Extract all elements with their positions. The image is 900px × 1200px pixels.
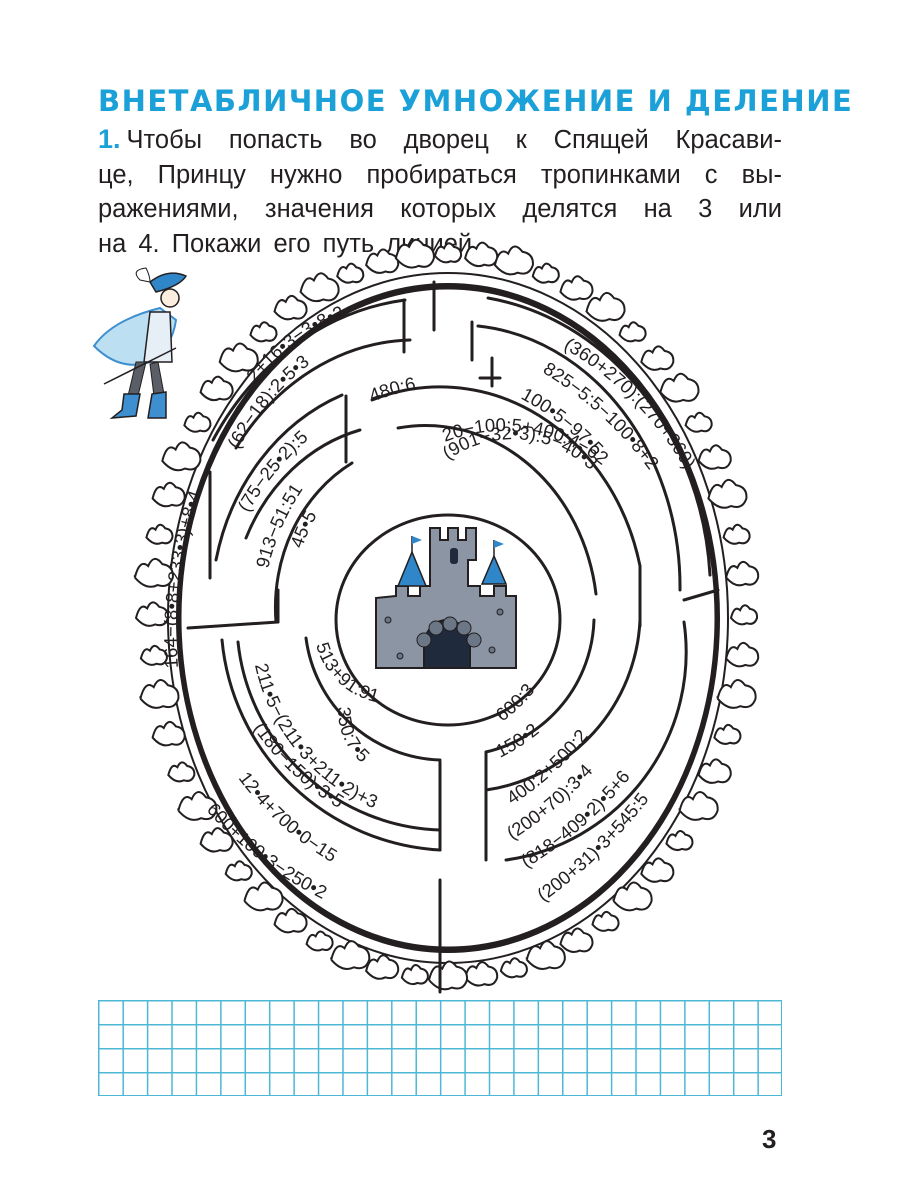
hedge-bush — [640, 857, 675, 883]
task-number: 1. — [98, 124, 121, 154]
hedge-bush — [678, 791, 719, 821]
maze-illustration: 2+16•3−3•8•280:4(360+270):(270+360)(62−1… — [0, 0, 760, 994]
hedge-bush — [499, 957, 528, 979]
hedge-bush — [151, 720, 186, 747]
hedge-bush — [394, 238, 435, 269]
maze-expression-13: 164−(8•8+233•3)+8•4 — [160, 488, 205, 669]
hedge-bush — [722, 523, 751, 545]
hedge-bush — [725, 641, 760, 668]
hedge-bush — [224, 860, 253, 882]
maze-expression-5: 480:6 — [366, 373, 417, 406]
hedge-bush — [591, 910, 620, 932]
maze-expression-17: 600:3 — [492, 679, 539, 725]
hedge-bush — [134, 601, 170, 627]
hedge-bush — [612, 881, 653, 912]
hedge-bush — [218, 342, 259, 373]
maze-expression-2: 80:4 — [0, 0, 36, 4]
hedge-bush — [493, 245, 534, 276]
hedge-bush — [400, 964, 429, 986]
hedge-bush — [151, 481, 186, 508]
hedge-bush — [684, 411, 713, 433]
hedge-bush — [139, 679, 180, 709]
hedge-bush — [273, 294, 308, 321]
hedge-bush — [713, 723, 742, 745]
hedge-bush — [585, 291, 626, 322]
hedge-bush — [659, 372, 700, 403]
maze-expression-14: 513+91:91 — [312, 639, 381, 706]
task-line-1: 1.Чтобы попасть во дворец к Спящей Краса… — [98, 124, 782, 154]
hedge-bush — [161, 441, 202, 472]
hedge-bush — [640, 345, 675, 371]
hedge-bush — [697, 444, 732, 470]
hedge-bush — [707, 478, 748, 509]
hedge-bush — [243, 881, 284, 912]
hedge-bush — [525, 940, 566, 970]
hedge-bush — [177, 791, 218, 821]
hedge-bush — [199, 375, 234, 402]
hedge-illustration — [133, 238, 760, 991]
hedge-bush — [249, 321, 278, 343]
hedge-bush — [665, 830, 694, 852]
hedge-bush — [618, 321, 647, 343]
hedge-bush — [464, 241, 499, 268]
task-line-3: ражениями, значения которых делятся на 3… — [98, 195, 782, 223]
hedge-bush — [427, 960, 469, 991]
hedge-bush — [299, 272, 340, 303]
hedge-bush — [531, 262, 560, 284]
hedge-bush — [336, 262, 365, 284]
hedge-bush — [273, 907, 308, 934]
hedge-bush — [433, 242, 463, 264]
hedge-bush — [133, 557, 174, 588]
hedge-bush — [725, 560, 760, 587]
hedge-bush — [559, 275, 594, 301]
hedge-bush — [716, 679, 757, 709]
hedge-bush — [199, 827, 234, 853]
page-title: ВНЕТАБЛИЧНОЕ УМНОЖЕНИЕ И ДЕЛЕНИЕ — [98, 84, 854, 118]
hedge-bush — [697, 758, 732, 784]
hedge-bush — [305, 930, 334, 952]
hedge-bush — [365, 248, 400, 274]
castle-illustration — [375, 527, 517, 669]
page-number: 3 — [762, 1124, 777, 1154]
hedge-bush — [183, 411, 212, 433]
maze-walls — [178, 280, 720, 994]
hedge-bush — [559, 927, 594, 953]
hedge-bush — [464, 961, 499, 987]
task-line-2: це, Принцу нужно пробираться тропинками … — [98, 160, 782, 189]
hedge-bush — [167, 761, 196, 783]
maze-expression-18: 150•2 — [492, 719, 542, 762]
hedge-bush — [145, 523, 174, 545]
hedge-bush — [365, 954, 400, 980]
hedge-bush — [330, 940, 371, 970]
answer-grid[interactable] — [98, 1000, 782, 1096]
hedge-bush — [729, 604, 759, 626]
hedge-bush — [139, 644, 168, 666]
prince-illustration — [92, 267, 188, 419]
